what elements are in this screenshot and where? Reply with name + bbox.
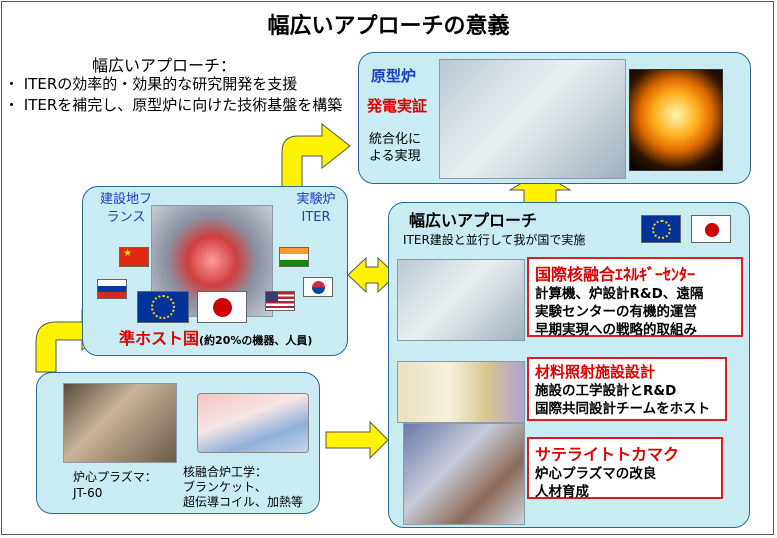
sun-hands-image [629, 69, 723, 171]
demo-label: 原型炉 [371, 65, 416, 86]
integrated-label: 統合化による実現 [369, 131, 429, 165]
eu-flag [137, 291, 189, 323]
domestic-panel: 炉心プラズマ： JT-60 核融合炉工学： ブランケット、 超伝導コイル、加熱等 [36, 372, 320, 514]
host-note: (約20%の機器、人員) [199, 334, 312, 347]
korea-flag [303, 277, 333, 297]
iter-panel: 建設地フランス 実験炉ITER ★ 準ホスト国(約20%の機器、人員) [82, 186, 348, 356]
satellite-box: サテライトトカマク 炉心プラズマの改良 人材育成 [527, 437, 723, 499]
iferc-title: 国際核融合ｴﾈﾙｷﾞｰｾﾝﾀｰ [535, 261, 735, 285]
demo-plant-image [439, 59, 626, 179]
demo-panel: 原型炉 発電実証 統合化による実現 [358, 52, 751, 184]
iter-reactor-label: 実験炉ITER [291, 191, 341, 227]
ifmif-image [397, 361, 525, 423]
engineering-image [197, 393, 309, 453]
jt60-image [63, 383, 177, 463]
power-demo-label: 発電実証 [367, 95, 427, 116]
satellite-line: 炉心プラズマの改良 [535, 465, 715, 483]
quasi-host-label: 準ホスト国 [119, 329, 199, 348]
arrow-domestic-to-ba [326, 422, 388, 458]
site-label: 建設地フランス [95, 191, 157, 227]
engineering-label: 核融合炉工学： ブランケット、 超伝導コイル、加熱等 [183, 465, 303, 510]
iferc-line: 早期実現への戦略的取組み [535, 321, 735, 339]
ba-subtitle: ITER建設と並行して我が国で実施 [403, 231, 585, 248]
india-flag [279, 247, 309, 267]
ba-panel: 幅広いアプローチ ITER建設と並行して我が国で実施 国際核融合ｴﾈﾙｷﾞｰｾﾝ… [388, 202, 750, 528]
iferc-box: 国際核融合ｴﾈﾙｷﾞｰｾﾝﾀｰ 計算機、炉設計R&D、遠隔 実験センターの有機的… [527, 257, 743, 337]
jt60-label: 炉心プラズマ： JT-60 [73, 469, 157, 501]
arrow-iter-to-demo [282, 124, 350, 188]
russia-flag [97, 279, 127, 299]
japan-flag-small [691, 215, 731, 243]
satellite-line: 人材育成 [535, 483, 715, 501]
ifmif-title: 材料照射施設設計 [535, 361, 719, 382]
ifmif-line: 施設の工学設計とR&D [535, 382, 719, 400]
ba-title: 幅広いアプローチ [409, 207, 537, 231]
usa-flag [265, 291, 295, 311]
ifmif-box: 材料照射施設設計 施設の工学設計とR&D 国際共同設計チームをホスト [527, 357, 727, 421]
iferc-image [397, 259, 525, 341]
china-flag: ★ [119, 247, 149, 267]
satellite-title: サテライトトカマク [535, 441, 715, 465]
iferc-line: 実験センターの有機的運営 [535, 303, 735, 321]
japan-flag [197, 291, 247, 323]
host-label: 準ホスト国(約20%の機器、人員) [119, 325, 312, 349]
iferc-line: 計算機、炉設計R&D、遠隔 [535, 285, 735, 303]
eu-flag-small [641, 215, 681, 243]
ifmif-line: 国際共同設計チームをホスト [535, 400, 719, 418]
satellite-tokamak-image [403, 423, 525, 525]
